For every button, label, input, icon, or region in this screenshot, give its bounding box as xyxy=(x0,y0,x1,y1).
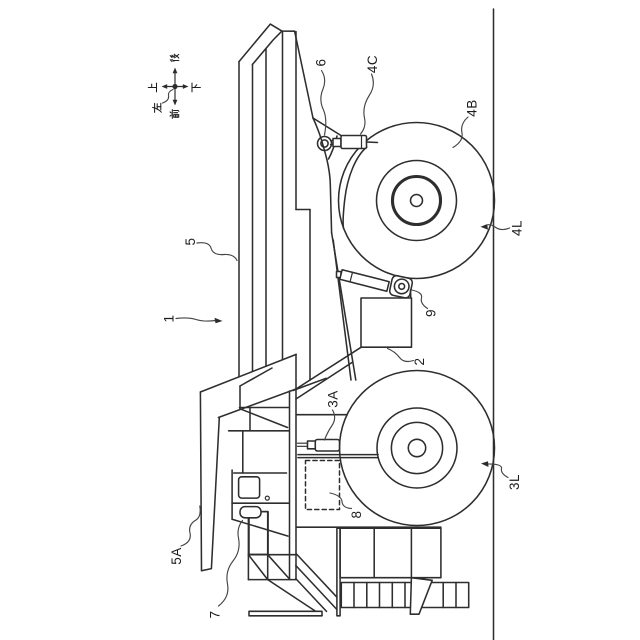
rear-rim xyxy=(375,159,458,242)
front-suspension-cylinder xyxy=(296,438,379,459)
reference-labels: 1 5 5A 7 6 4C 4B 4L 9 2 3A 8 3L xyxy=(162,55,525,619)
compass-arrow-left xyxy=(161,84,168,89)
label-8-leader xyxy=(329,492,353,510)
rear-hub-ring xyxy=(390,174,443,227)
label-4B: 4B xyxy=(465,99,480,117)
label-7: 7 xyxy=(208,610,223,618)
label-7-leader xyxy=(217,519,244,607)
compass-label-rear xyxy=(169,53,180,63)
label-1: 1 xyxy=(162,314,177,322)
label-4L-arrowhead xyxy=(480,224,488,230)
label-3L-leader xyxy=(484,463,509,479)
label-4C: 4C xyxy=(365,55,380,73)
label-5A-leader xyxy=(180,505,201,547)
frame xyxy=(292,232,357,416)
label-4B-leader xyxy=(452,116,469,149)
compass xyxy=(147,53,201,119)
label-1-arrowhead xyxy=(214,317,223,324)
label-3A: 3A xyxy=(326,390,341,408)
label-9: 9 xyxy=(424,309,439,317)
label-5-leader xyxy=(196,242,238,262)
label-6-leader xyxy=(320,69,327,136)
label-4L: 4L xyxy=(510,220,525,236)
compass-label-left xyxy=(152,102,162,113)
label-3L: 3L xyxy=(507,474,522,490)
rear-suspension-cylinder xyxy=(329,134,379,150)
label-4C-leader xyxy=(359,73,374,135)
compass-label-front xyxy=(169,109,180,119)
canopy-protector xyxy=(199,391,221,572)
rear-axle-center xyxy=(409,193,424,208)
label-2: 2 xyxy=(412,357,427,365)
rear-wheel xyxy=(337,121,496,280)
compass-center-dot xyxy=(172,83,178,90)
label-3A-leader xyxy=(323,409,336,441)
compass-arrow-bottom xyxy=(172,99,178,106)
compass-arrow-top xyxy=(172,67,178,74)
rear-tire xyxy=(337,121,496,280)
label-8: 8 xyxy=(349,510,364,518)
compass-label-up xyxy=(147,82,158,93)
label-2-leader xyxy=(386,347,415,363)
compass-center-leader xyxy=(161,88,174,104)
hoist-cylinder xyxy=(335,268,414,299)
label-5A: 5A xyxy=(169,547,184,565)
frame-box xyxy=(360,297,413,348)
compass-arrow-right xyxy=(182,84,189,89)
front-rim xyxy=(376,407,458,489)
front-axle-center xyxy=(407,438,427,458)
compass-label-down xyxy=(191,82,201,93)
body-pivot-hinge xyxy=(312,117,342,234)
label-6: 6 xyxy=(314,58,329,66)
label-3L-arrowhead xyxy=(481,461,489,467)
label-5: 5 xyxy=(183,237,198,245)
controller-dashed-box xyxy=(304,459,341,511)
dump-body xyxy=(199,23,362,419)
cab xyxy=(227,353,297,581)
label-1-leader xyxy=(175,317,217,322)
front-hub-ring xyxy=(390,421,444,475)
label-9-leader xyxy=(411,289,429,310)
